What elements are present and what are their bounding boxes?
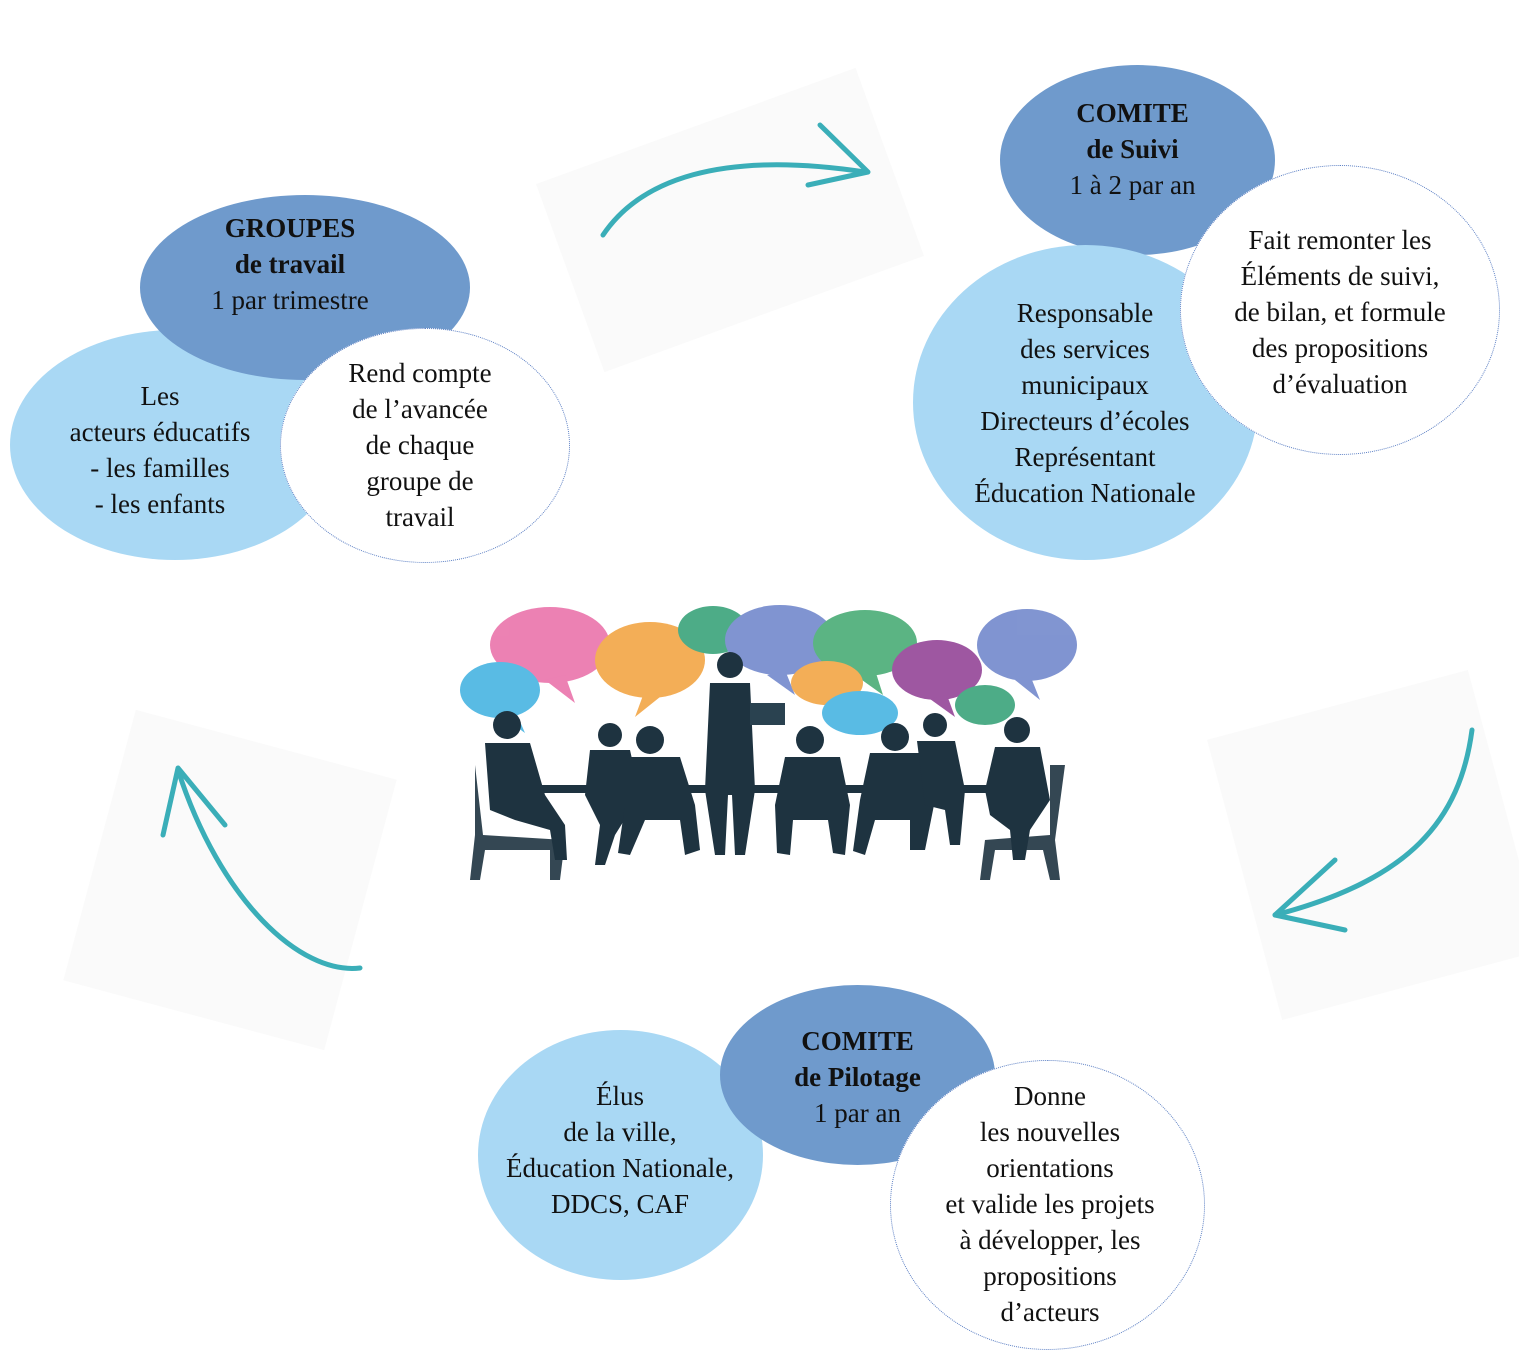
groupes-role-line: groupe de <box>366 466 474 496</box>
cycle-arrow-icon <box>1272 727 1475 918</box>
suivi-role-line: Éléments de suivi, <box>1240 261 1440 291</box>
suivi-members: Responsable des services municipaux Dire… <box>945 295 1225 511</box>
suivi-title-line1: COMITE <box>1076 98 1189 128</box>
suivi-member: municipaux <box>1021 370 1149 400</box>
pilotage-role-bubble <box>890 1060 1205 1350</box>
pilotage-title-line1: COMITE <box>801 1026 914 1056</box>
groupes-title-line2: de travail <box>234 249 346 279</box>
groupes-member: - les enfants <box>94 489 226 519</box>
pilotage-title-line2: de Pilotage <box>794 1062 921 1092</box>
suivi-title-line2: de Suivi <box>1086 134 1179 164</box>
cycle-arrow-icon <box>600 162 868 238</box>
groupes-role-line: travail <box>385 502 455 532</box>
suivi-role-line: des propositions <box>1251 333 1429 363</box>
groupes-role: Rend compte de l’avancée de chaque group… <box>310 355 530 535</box>
suivi-member: Responsable <box>1016 298 1154 328</box>
suivi-role-line: Fait remonter les <box>1248 225 1432 255</box>
pilotage-role-line: et valide les projets <box>945 1189 1155 1219</box>
groupes-frequency: 1 par trimestre <box>211 285 369 315</box>
groupes-members: Les acteurs éducatifs - les familles - l… <box>40 378 280 522</box>
pilotage-member: de la ville, <box>563 1117 677 1147</box>
suivi-role-bubble <box>1180 165 1500 455</box>
pilotage-member: Élus <box>595 1081 644 1111</box>
pilotage-role-line: d’acteurs <box>1000 1297 1100 1327</box>
pilotage-title: COMITE de Pilotage 1 par an <box>730 1023 985 1131</box>
groupes-role-line: Rend compte <box>348 358 492 388</box>
groupes-role-line: de chaque <box>365 430 475 460</box>
pilotage-frequency: 1 par an <box>814 1098 901 1128</box>
suivi-role-line: d’évaluation <box>1272 369 1408 399</box>
groupes-role-line: de l’avancée <box>352 394 488 424</box>
pilotage-role-line: propositions <box>983 1261 1117 1291</box>
groupes-member: acteurs éducatifs <box>69 417 251 447</box>
pilotage-member: DDCS, CAF <box>550 1189 690 1219</box>
groupes-title: GROUPES de travail 1 par trimestre <box>160 210 420 318</box>
pilotage-role-line: à développer, les <box>959 1225 1141 1255</box>
groupes-member: - les familles <box>90 453 230 483</box>
pilotage-role: Donne les nouvelles orientations et vali… <box>910 1078 1190 1330</box>
pilotage-role-line: Donne <box>1014 1081 1086 1111</box>
groupes-member: Les <box>140 381 180 411</box>
meeting-illustration <box>455 595 1083 900</box>
pilotage-role-line: orientations <box>986 1153 1114 1183</box>
pilotage-role-line: les nouvelles <box>979 1117 1121 1147</box>
meeting-silhouettes-illustration <box>460 605 1077 880</box>
suivi-frequency: 1 à 2 par an <box>1069 170 1196 200</box>
pilotage-member: Éducation Nationale, <box>506 1153 734 1183</box>
pilotage-members: Élus de la ville, Éducation Nationale, D… <box>480 1078 760 1222</box>
cycle-arrow-icon <box>175 767 363 971</box>
suivi-member: Éducation Nationale <box>974 478 1196 508</box>
suivi-title: COMITE de Suivi 1 à 2 par an <box>1010 95 1255 203</box>
suivi-member: Directeurs d’écoles <box>980 406 1190 436</box>
suivi-role: Fait remonter les Éléments de suivi, de … <box>1200 222 1480 402</box>
groupes-title-line1: GROUPES <box>224 213 356 243</box>
suivi-member: Représentant <box>1014 442 1156 472</box>
groupes-role-bubble <box>280 328 570 563</box>
suivi-member: des services <box>1020 334 1150 364</box>
pilotage-members-bubble <box>478 1030 763 1280</box>
suivi-role-line: de bilan, et formule <box>1234 297 1446 327</box>
